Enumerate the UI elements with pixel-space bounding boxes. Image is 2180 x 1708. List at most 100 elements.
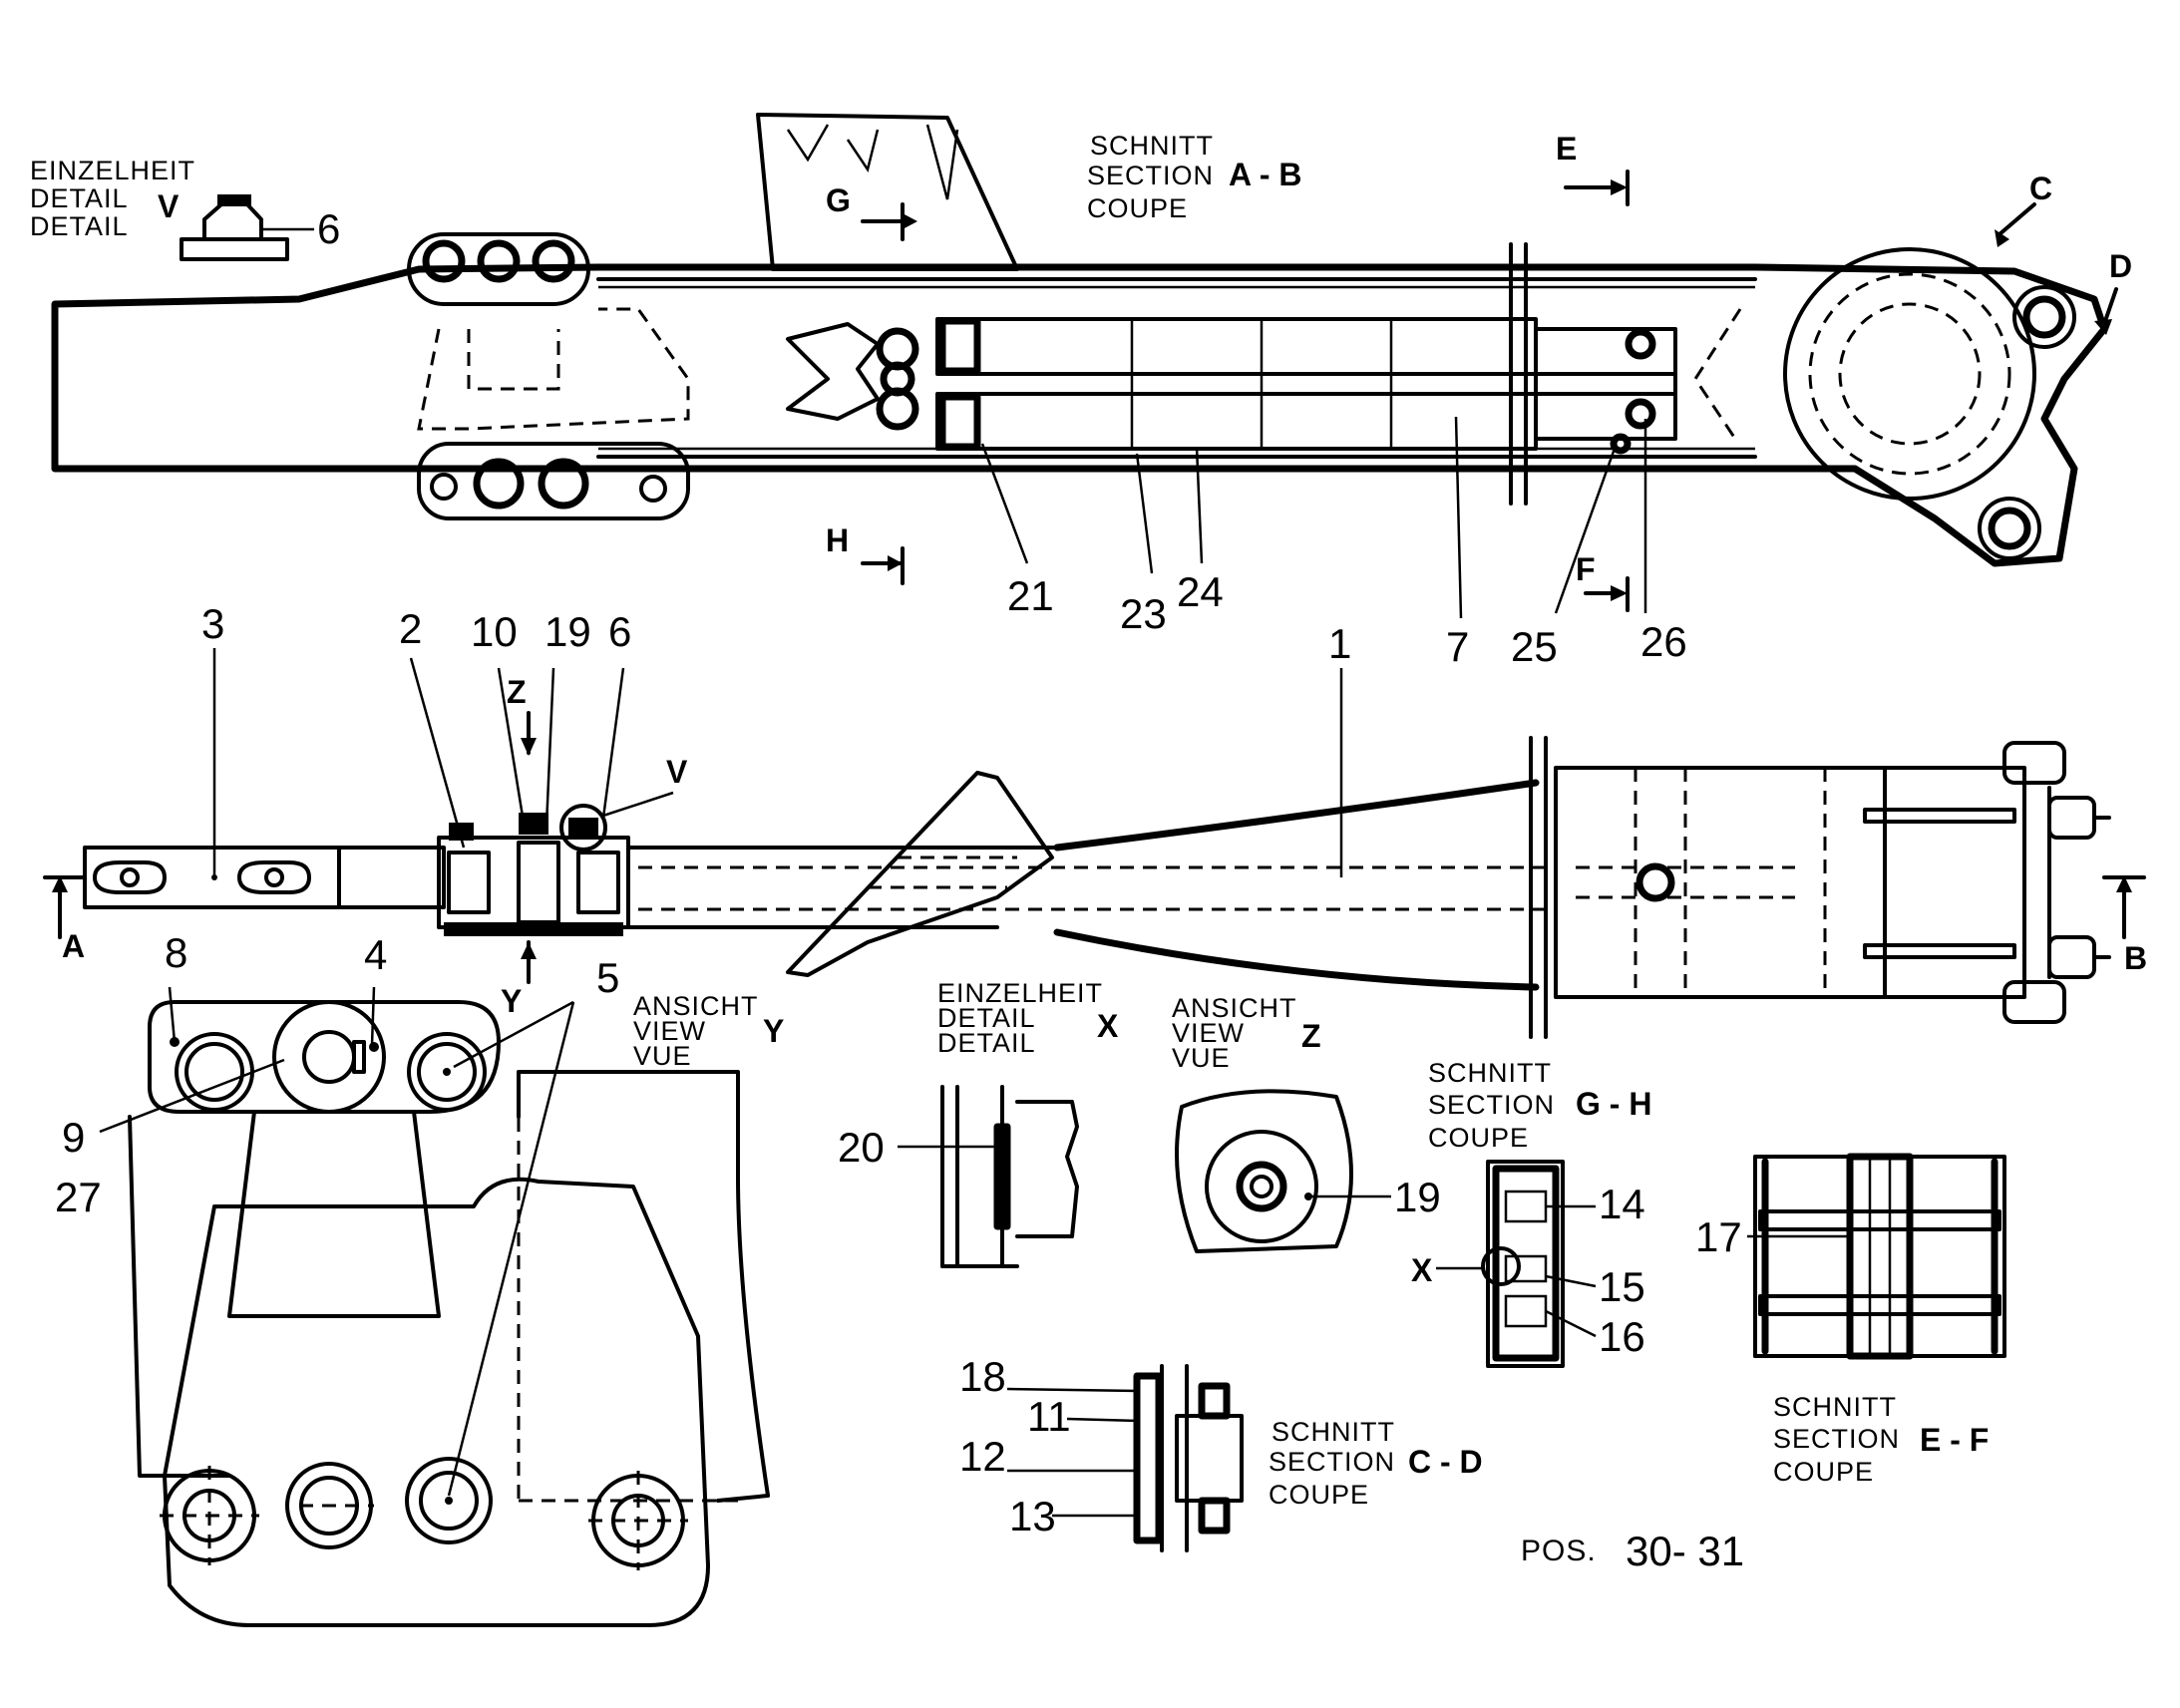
detail-x-key: X bbox=[1097, 1008, 1119, 1044]
detail-x: EINZELHEIT DETAIL DETAIL X 20 bbox=[838, 978, 1119, 1268]
section-marker-d: D bbox=[2109, 248, 2132, 284]
callout-24: 24 bbox=[1177, 568, 1224, 615]
section-marker-b: B bbox=[2124, 940, 2147, 976]
view-y-caption-2: VIEW bbox=[633, 1016, 706, 1046]
callout-17: 17 bbox=[1695, 1213, 1742, 1260]
callout-7: 7 bbox=[1446, 623, 1469, 670]
end-lug-top bbox=[2002, 741, 2066, 785]
bolt-head-icon bbox=[422, 239, 466, 283]
callout-20: 20 bbox=[838, 1124, 885, 1171]
callout-13: 13 bbox=[1009, 1493, 1056, 1539]
view-z-key: Z bbox=[1301, 1018, 1321, 1054]
section-ef-caption-2: SECTION bbox=[1773, 1424, 1900, 1454]
detail-v-key: V bbox=[158, 188, 180, 224]
bolt-flange bbox=[272, 1000, 386, 1114]
section-ef-caption-3: COUPE bbox=[1773, 1457, 1874, 1487]
section-gh-frame bbox=[1486, 1160, 1565, 1368]
bolt-head-icon bbox=[1625, 328, 1656, 360]
section-marker-g: G bbox=[826, 182, 851, 218]
callout-12: 12 bbox=[959, 1433, 1006, 1480]
callout-5: 5 bbox=[596, 954, 619, 1001]
plan-view: A B Z Y V 3 2 10 19 6 1 bbox=[43, 600, 2147, 1039]
detail-v: EINZELHEIT DETAIL DETAIL V 6 bbox=[30, 156, 340, 261]
callout-1: 1 bbox=[1328, 620, 1351, 667]
section-ab-caption-2: SECTION bbox=[1087, 161, 1214, 190]
bolt-head-icon bbox=[477, 239, 521, 283]
detail-v-caption-2: DETAIL bbox=[30, 183, 129, 213]
callout-4: 4 bbox=[364, 931, 387, 978]
detail-v-plate bbox=[180, 237, 289, 261]
boom-taper-top bbox=[1053, 779, 1540, 852]
callout-14: 14 bbox=[1599, 1181, 1645, 1227]
callout-25: 25 bbox=[1511, 623, 1558, 670]
callout-3: 3 bbox=[201, 600, 224, 647]
callout-6: 6 bbox=[317, 205, 340, 252]
section-ef-frame bbox=[1753, 1155, 2006, 1358]
callout-11: 11 bbox=[1027, 1393, 1071, 1440]
callout-19-view-z: 19 bbox=[1394, 1174, 1441, 1220]
bolt-head-icon bbox=[532, 239, 575, 283]
bolt-head-icon bbox=[473, 458, 525, 510]
callout-23: 23 bbox=[1120, 590, 1167, 637]
pivot-pin-upper bbox=[2012, 285, 2076, 349]
section-gh-caption-1: SCHNITT bbox=[1428, 1058, 1552, 1088]
callout-26: 26 bbox=[1640, 618, 1687, 665]
view-y-caption-1: ANSICHT bbox=[633, 991, 759, 1021]
callout-15: 15 bbox=[1599, 1263, 1645, 1310]
section-gh-caption-3: COUPE bbox=[1428, 1123, 1529, 1153]
section-gh: SCHNITT SECTION COUPE G - H X 14 15 16 bbox=[1411, 1058, 1651, 1368]
view-z: ANSICHT VIEW VUE Z 19 bbox=[1172, 993, 1441, 1253]
boom-taper-bottom bbox=[1053, 928, 1540, 991]
section-ab-caption-3: COUPE bbox=[1087, 193, 1188, 223]
detail-v-caption-3: DETAIL bbox=[30, 211, 129, 241]
hub-large bbox=[1783, 247, 2036, 501]
callout-2: 2 bbox=[399, 605, 422, 652]
section-marker-v: V bbox=[666, 754, 688, 790]
section-marker-x: X bbox=[1411, 1252, 1433, 1288]
callout-9: 9 bbox=[62, 1114, 85, 1161]
top-fin bbox=[756, 113, 1019, 271]
section-ef-key: E - F bbox=[1920, 1422, 1989, 1458]
callout-10: 10 bbox=[471, 608, 518, 655]
section-gh-key: G - H bbox=[1576, 1086, 1651, 1122]
pivot-pin-lower bbox=[1978, 497, 2041, 560]
callout-8: 8 bbox=[165, 929, 187, 976]
section-cd-caption-1: SCHNITT bbox=[1272, 1417, 1395, 1447]
detail-x-caption-3: DETAIL bbox=[937, 1028, 1036, 1058]
clevis-bracket bbox=[786, 322, 880, 421]
boom-end-frame bbox=[1554, 766, 2026, 999]
section-cd: 18 11 12 13 SCHNITT SECTION COUPE C - D bbox=[959, 1353, 1483, 1552]
section-marker-z: Z bbox=[507, 674, 527, 710]
callout-6-plan: 6 bbox=[608, 608, 631, 655]
view-y: ANSICHT VIEW VUE Y 8 4 bbox=[55, 929, 784, 1627]
section-ab-caption-1: SCHNITT bbox=[1090, 131, 1214, 161]
section-marker-f: F bbox=[1576, 551, 1596, 587]
section-ab-view: SCHNITT SECTION COUPE A - B G H bbox=[51, 113, 2132, 670]
section-cd-key: C - D bbox=[1408, 1444, 1483, 1480]
pin-plate-bottom bbox=[417, 442, 690, 520]
section-ef: 17 SCHNITT SECTION COUPE E - F bbox=[1695, 1153, 2006, 1487]
callout-21: 21 bbox=[1007, 572, 1054, 619]
end-lug-bottom bbox=[2002, 980, 2066, 1024]
bolt-head-icon bbox=[538, 458, 589, 510]
callout-19: 19 bbox=[545, 608, 591, 655]
view-z-housing bbox=[1175, 1089, 1353, 1253]
fin-plan bbox=[786, 771, 1054, 977]
cylinder-upper bbox=[935, 317, 1538, 376]
view-z-caption-3: VUE bbox=[1172, 1043, 1231, 1073]
detail-v-nut bbox=[202, 202, 263, 241]
section-cd-caption-3: COUPE bbox=[1269, 1480, 1369, 1510]
section-marker-y: Y bbox=[501, 983, 522, 1019]
detail-x-caption-1: EINZELHEIT bbox=[937, 978, 1103, 1008]
section-marker-a: A bbox=[62, 928, 85, 964]
boom-outline bbox=[51, 263, 2108, 567]
detail-v-caption-1: EINZELHEIT bbox=[30, 156, 195, 185]
section-marker-e: E bbox=[1556, 131, 1577, 167]
cylinder-lower bbox=[935, 392, 1538, 451]
view-y-key: Y bbox=[763, 1013, 784, 1049]
callout-18: 18 bbox=[959, 1353, 1006, 1400]
bolt-head-icon bbox=[1625, 398, 1656, 430]
view-z-caption-1: ANSICHT bbox=[1172, 993, 1297, 1023]
detail-x-caption-2: DETAIL bbox=[937, 1003, 1036, 1033]
